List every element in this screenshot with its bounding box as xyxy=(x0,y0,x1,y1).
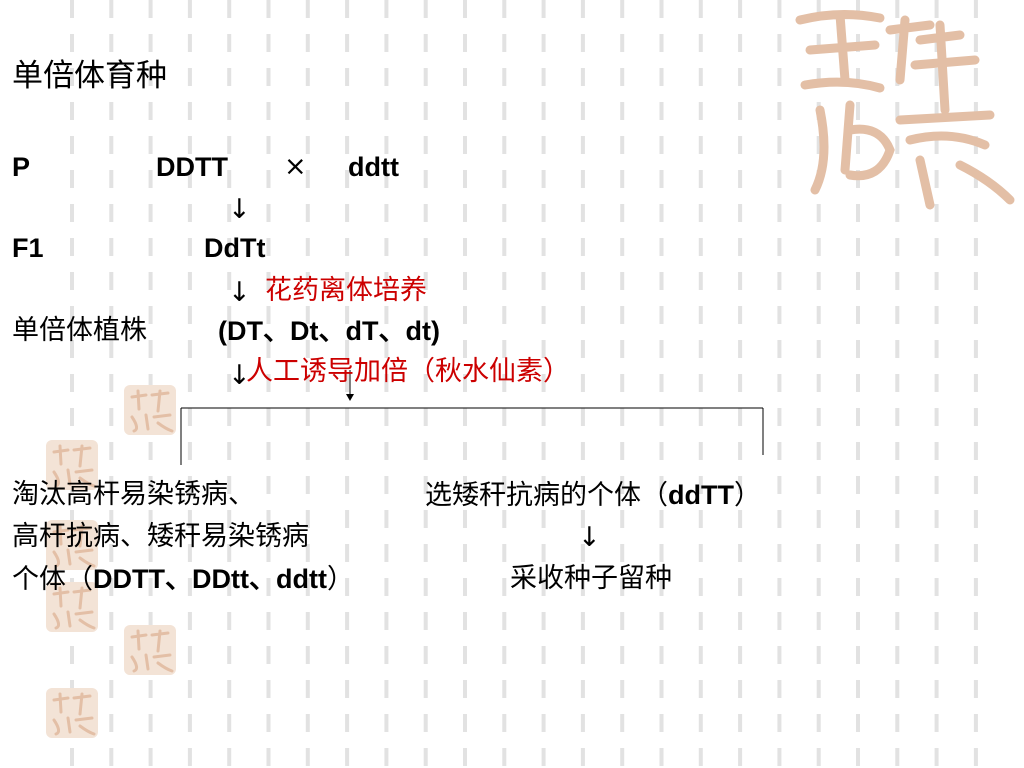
f1-genotype: DdTt xyxy=(204,233,266,263)
watermark-seal-icon xyxy=(124,385,176,435)
anther-culture-method: 花药离体培养 xyxy=(265,275,427,306)
eliminate-prefix: 个体（ xyxy=(12,564,93,595)
watermark-seal-icon xyxy=(46,520,98,570)
watermark-seal-icon xyxy=(46,440,98,490)
parent1-genotype: DDTT xyxy=(156,152,228,182)
eliminate-suffix: ） xyxy=(326,564,354,595)
selected-genotype: ddTT xyxy=(668,480,734,510)
select-suffix: ） xyxy=(733,480,761,511)
watermark-seal-icon xyxy=(46,688,98,738)
eliminate-line-1: 淘汰高杆易染锈病、 xyxy=(12,479,255,510)
connector-center-arrowhead xyxy=(346,394,354,401)
arrow-down-icon: ↓ xyxy=(228,360,251,391)
harvest-seeds-text: 采收种子留种 xyxy=(510,563,672,594)
page-title: 单倍体育种 xyxy=(12,58,167,94)
eliminate-line-3: 个体（DDTT、DDtt、ddtt） xyxy=(12,563,354,596)
cross-symbol: × xyxy=(284,151,307,182)
eliminated-genotypes: DDTT、DDtt、ddtt xyxy=(93,564,327,594)
vertical-stripes xyxy=(70,0,978,768)
watermark-seal-icon xyxy=(124,625,176,675)
arrow-down-icon: ↓ xyxy=(228,277,251,308)
eliminate-line-2: 高杆抗病、矮秆易染锈病 xyxy=(12,521,309,552)
large-watermark-icon xyxy=(795,9,1015,210)
row-f1-label: F1 xyxy=(12,233,44,263)
chromosome-doubling-method: 人工诱导加倍（秋水仙素） xyxy=(246,356,570,387)
parent2-genotype: ddtt xyxy=(348,152,399,182)
arrow-down-icon: ↓ xyxy=(228,194,251,225)
small-watermark-seals xyxy=(46,385,176,738)
arrow-down-icon: ↓ xyxy=(578,522,601,553)
select-line: 选矮秆抗病的个体（ddTT） xyxy=(425,479,761,512)
select-text: 选矮秆抗病的个体（ xyxy=(425,480,668,511)
watermark-seal-icon xyxy=(46,582,98,632)
row-p-label: P xyxy=(12,152,31,182)
haploid-genotypes: (DT、Dt、dT、dt) xyxy=(218,316,440,346)
haploid-label: 单倍体植株 xyxy=(12,315,147,346)
